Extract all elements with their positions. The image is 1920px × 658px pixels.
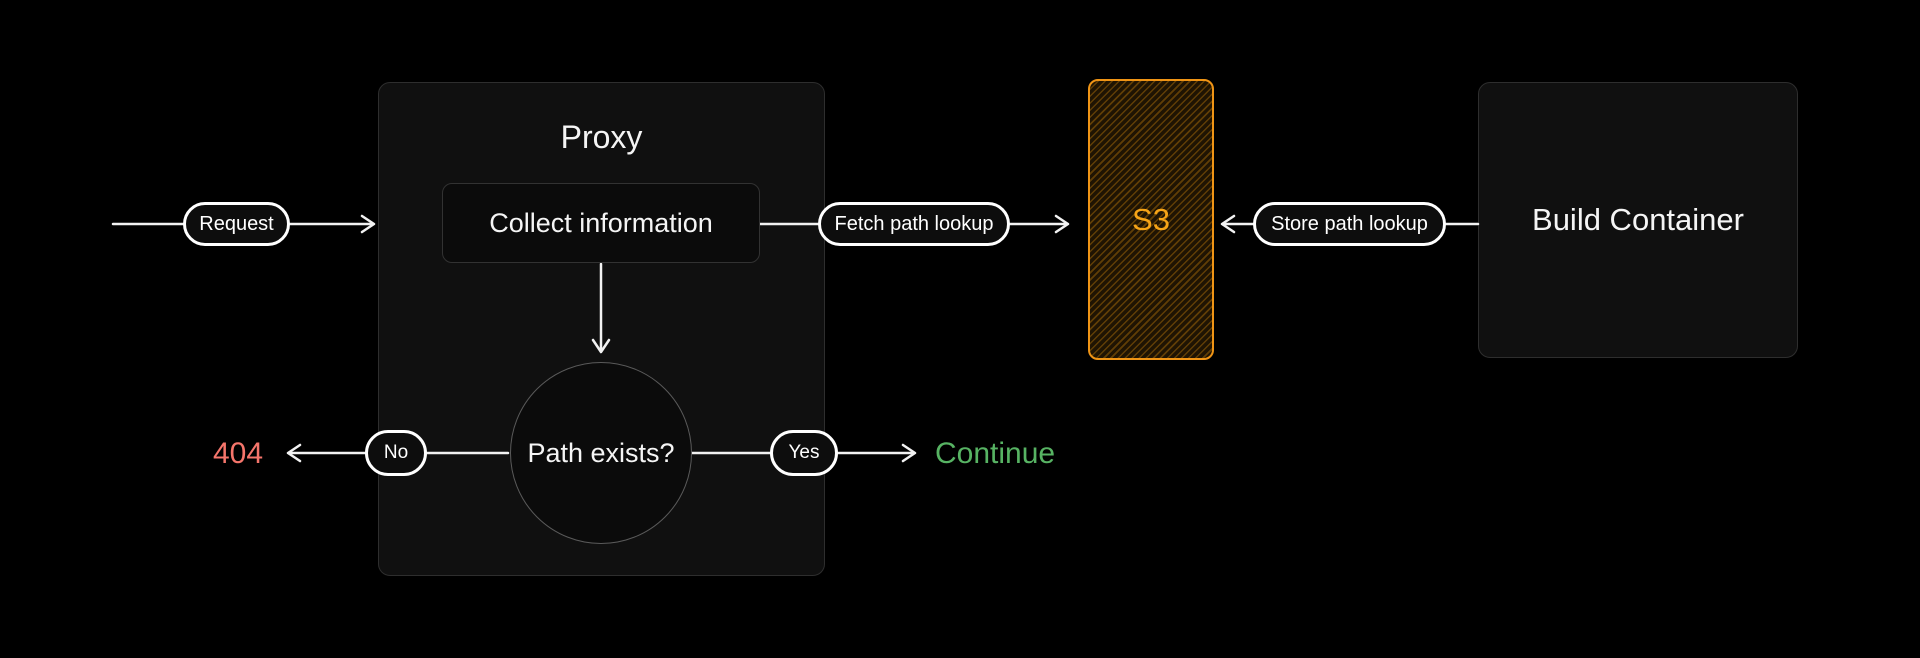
arrowhead-request-proxy (360, 214, 376, 234)
build-container-label: Build Container (1532, 202, 1744, 237)
request-edge-label: Request (199, 212, 274, 235)
arrowhead-store-s3 (1220, 214, 1236, 234)
arrowhead-fetch-s3 (1054, 214, 1070, 234)
no-branch-label: No (383, 442, 409, 463)
yes-branch-label: Yes (788, 442, 820, 463)
build-container-node: Build Container (1478, 82, 1798, 358)
path-exists-decision-node: Path exists? (510, 362, 692, 544)
collect-information-node: Collect information (442, 183, 760, 263)
continue-outcome-label: Continue (935, 437, 1056, 470)
store-path-lookup-edge-label: Store path lookup (1271, 212, 1428, 235)
request-edge-pill: Request (183, 202, 290, 246)
no-branch-pill: No (365, 430, 427, 476)
fetch-path-lookup-edge-pill: Fetch path lookup (818, 202, 1010, 246)
not-found-outcome-label: 404 (212, 437, 264, 470)
collect-information-label: Collect information (489, 207, 713, 238)
path-exists-label: Path exists? (527, 437, 675, 468)
proxy-node-title: Proxy (560, 119, 643, 155)
arrowhead-yes-continue (901, 443, 917, 463)
yes-branch-pill: Yes (770, 430, 838, 476)
fetch-path-lookup-edge-label: Fetch path lookup (834, 212, 994, 235)
s3-label: S3 (1132, 201, 1170, 237)
arrowhead-no-404 (286, 443, 302, 463)
s3-node: S3 (1088, 79, 1214, 360)
store-path-lookup-edge-pill: Store path lookup (1253, 202, 1446, 246)
